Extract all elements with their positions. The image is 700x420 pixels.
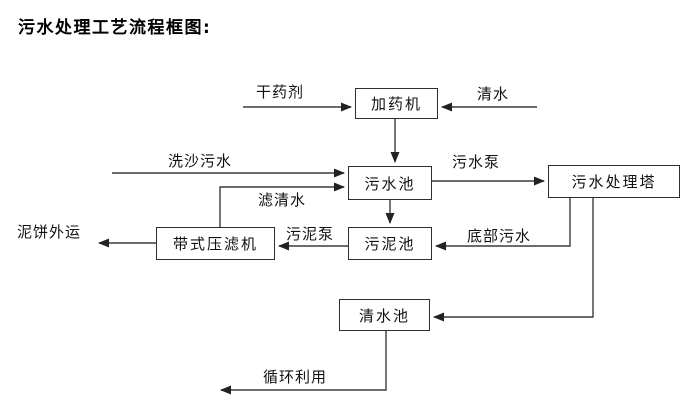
node-dosing-machine-label: 加药机 [370,95,422,113]
node-sludge-pool: 污泥池 [348,227,432,260]
label-sludge-pump: 污泥泵 [286,225,335,243]
arrow-tower-to-cleanwater [433,198,594,322]
node-sewage-pool-label: 污水池 [364,174,416,193]
arrow-filtered-water [219,182,345,227]
label-filtered-water: 滤清水 [258,191,307,209]
diagram-title: 污水处理工艺流程框图: [18,18,212,38]
label-mud-cake-out: 泥饼外运 [17,223,82,241]
label-bottom-sewage: 底部污水 [467,227,532,245]
arrow-bottom-sewage [435,198,571,251]
node-sludge-pool-label: 污泥池 [364,235,416,253]
node-belt-filter-press-label: 带式压滤机 [172,235,258,253]
label-sand-washing-sewage: 洗沙污水 [168,152,233,170]
node-dosing-machine: 加药机 [355,88,438,119]
node-sewage-pool: 污水池 [348,166,432,200]
label-recycling: 循环利用 [263,368,328,386]
node-sewage-treatment-tower-label: 污水处理塔 [571,173,657,191]
label-clean-water: 清水 [477,85,510,103]
node-clean-water-pool-label: 清水池 [358,306,410,325]
label-sewage-pump: 污水泵 [452,153,501,171]
arrow-recycling [220,331,387,395]
node-sewage-treatment-tower: 污水处理塔 [548,165,680,198]
node-belt-filter-press: 带式压滤机 [156,227,275,260]
label-dry-chemical: 干药剂 [256,83,305,101]
node-clean-water-pool: 清水池 [339,299,430,331]
